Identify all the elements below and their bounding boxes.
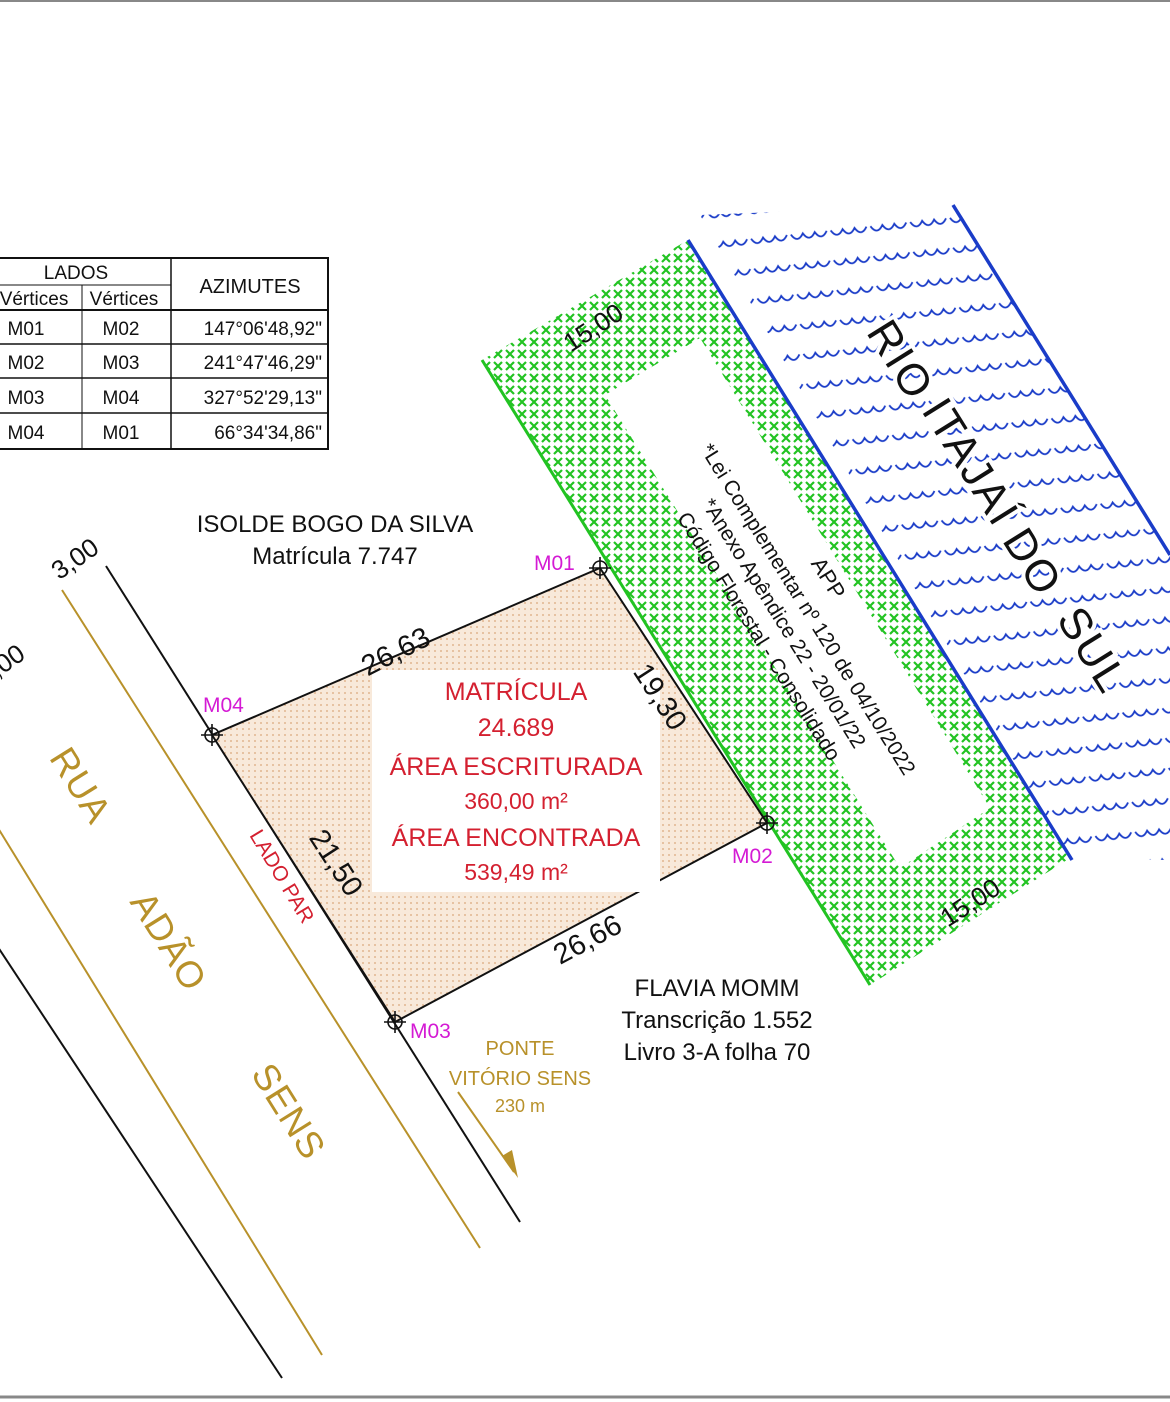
neighbor-south-name: FLAVIA MOMM [635, 975, 800, 1002]
lot-title: MATRÍCULA [445, 677, 588, 706]
table-row-1-to: M02 [103, 319, 140, 340]
neighbor-north-registry: Matrícula 7.747 [252, 543, 417, 570]
app-boundary-line [480, 359, 872, 986]
vertex-marker-m02 [756, 812, 778, 834]
deeded-area-label: ÁREA ESCRITURADA [390, 752, 643, 781]
table-header-azimutes: AZIMUTES [199, 276, 300, 298]
table-row-4-to: M01 [103, 423, 140, 444]
bridge-label-line-3: 230 m [495, 1096, 545, 1116]
vertex-label-m02: M02 [732, 845, 773, 868]
street-edge-left [0, 948, 283, 1379]
table-row-2-to: M03 [103, 353, 140, 374]
deeded-area-value: 360,00 m² [464, 788, 568, 814]
table-row-4-azimute: 66°34'34,86" [214, 423, 322, 444]
bridge-label-line-2: VITÓRIO SENS [449, 1067, 591, 1090]
table-row-3-azimute: 327°52'29,13" [204, 388, 322, 409]
river-bank-right [951, 204, 1170, 556]
street-axis-left [0, 829, 323, 1356]
street-axis-right [61, 589, 481, 1249]
street-name-word-3: SENS [243, 1056, 333, 1167]
neighbor-north-name: ISOLDE BOGO DA SILVA [197, 511, 474, 538]
bridge-label-line-1: PONTE [486, 1038, 555, 1060]
neighbor-south-book: Livro 3-A folha 70 [624, 1039, 811, 1066]
street-name-word-2: ADÃO [122, 884, 214, 998]
vertex-marker-m04 [201, 724, 223, 746]
table-row-1-from: M01 [8, 319, 45, 340]
table-header-vertices-from: Vértices [0, 289, 68, 310]
street-name-word-1: RUA [42, 740, 120, 831]
river-bank-left [686, 239, 1074, 861]
app-text-box [605, 338, 990, 868]
street-offset-dimension: 3,00 [46, 532, 105, 586]
lot-number: 24.689 [478, 714, 554, 742]
azimuth-table: LADOS AZIMUTES Vértices Vértices M01 M02… [0, 257, 329, 450]
table-header-vertices-to: Vértices [90, 289, 159, 310]
neighbor-south-registry: Transcrição 1.552 [621, 1007, 812, 1034]
found-area-value: 539,49 m² [464, 859, 568, 885]
bridge-direction-arrow [457, 1091, 518, 1178]
table-row-1-azimute: 147°06'48,92" [204, 319, 322, 340]
table-header-lados: LADOS [44, 263, 108, 284]
vertex-label-m04: M04 [203, 694, 244, 717]
vertex-marker-m01 [589, 557, 611, 579]
table-row-3-from: M03 [8, 388, 45, 409]
found-area-label: ÁREA ENCONTRADA [392, 823, 641, 852]
table-row-4-from: M04 [8, 423, 45, 444]
vertex-label-m01: M01 [534, 552, 575, 575]
table-row-2-azimute: 241°47'46,29" [204, 353, 322, 374]
street-offset-dimension-partial: ,00 [0, 638, 30, 683]
table-row-2-from: M02 [8, 353, 45, 374]
vertex-marker-m03 [384, 1011, 406, 1033]
lot-text-backdrop [372, 670, 660, 892]
table-row-3-to: M04 [103, 388, 140, 409]
vertex-label-m03: M03 [410, 1020, 451, 1043]
